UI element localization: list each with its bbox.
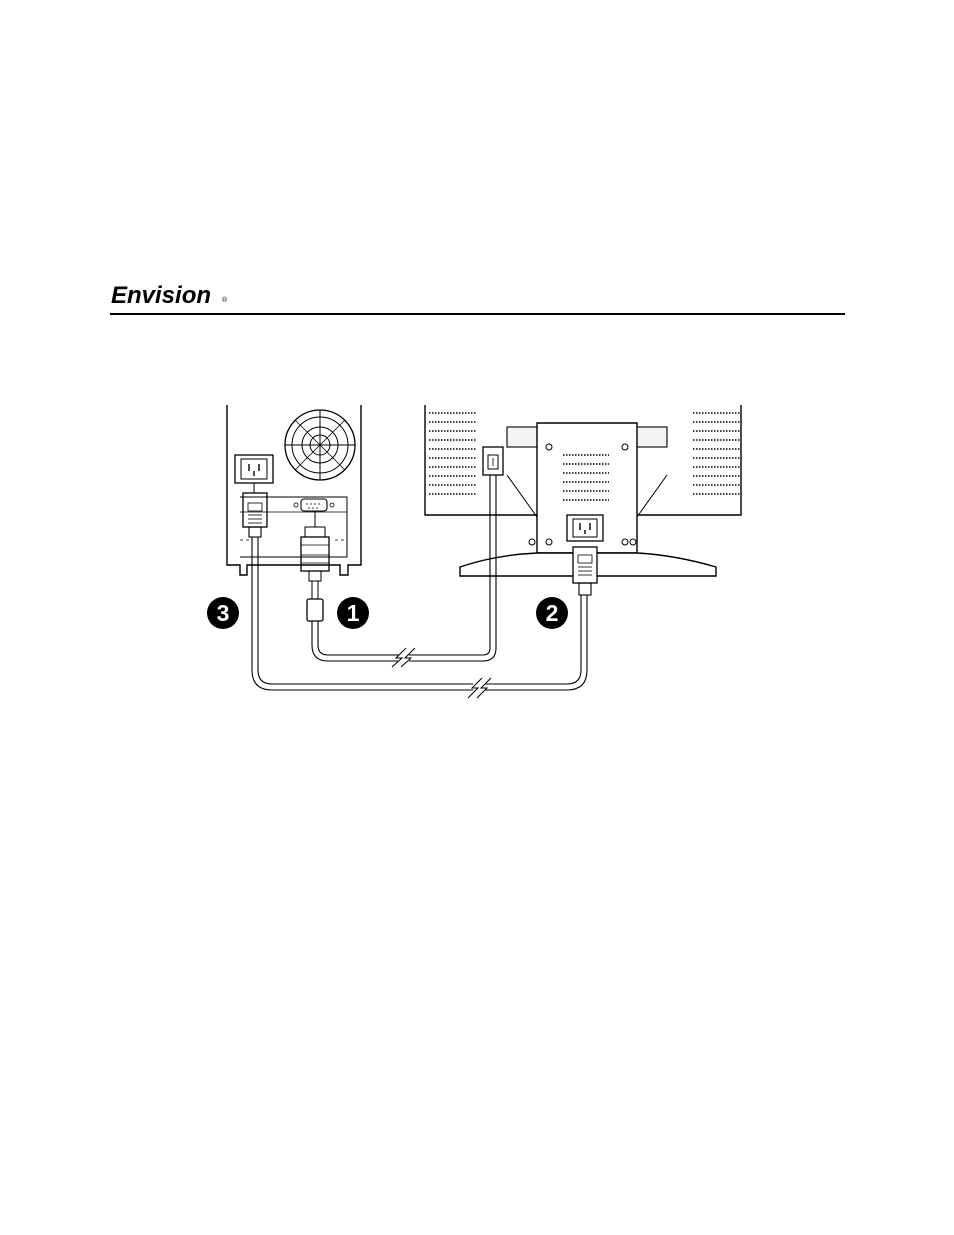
trademark-mark: ®	[222, 296, 228, 304]
callout-3-label: 3	[217, 600, 230, 626]
pc-power-socket-icon	[235, 455, 273, 483]
envision-logo: Envision ®	[111, 281, 251, 309]
callout-2-label: 2	[546, 600, 559, 626]
callout-2-badge: 2	[536, 597, 568, 629]
vga-plug-icon	[301, 511, 329, 621]
computer-rear-panel	[227, 405, 361, 575]
header-rule	[110, 313, 845, 315]
monitor-power-socket-icon	[567, 515, 603, 541]
fan-grille-icon	[285, 410, 355, 480]
monitor-signal-port-icon	[483, 447, 503, 475]
callout-3-badge: 3	[207, 597, 239, 629]
callout-1-label: 1	[347, 600, 360, 626]
monitor-power-plug-icon	[573, 547, 597, 595]
brand-wordmark: Envision	[111, 282, 211, 309]
pc-vga-port-icon	[294, 499, 334, 511]
monitor-vents-right	[693, 413, 740, 494]
callout-1-badge: 1	[337, 597, 369, 629]
connection-diagram: 3 1 2	[205, 405, 755, 700]
monitor-vents-left	[429, 413, 476, 494]
pc-power-plug-icon	[243, 483, 267, 537]
